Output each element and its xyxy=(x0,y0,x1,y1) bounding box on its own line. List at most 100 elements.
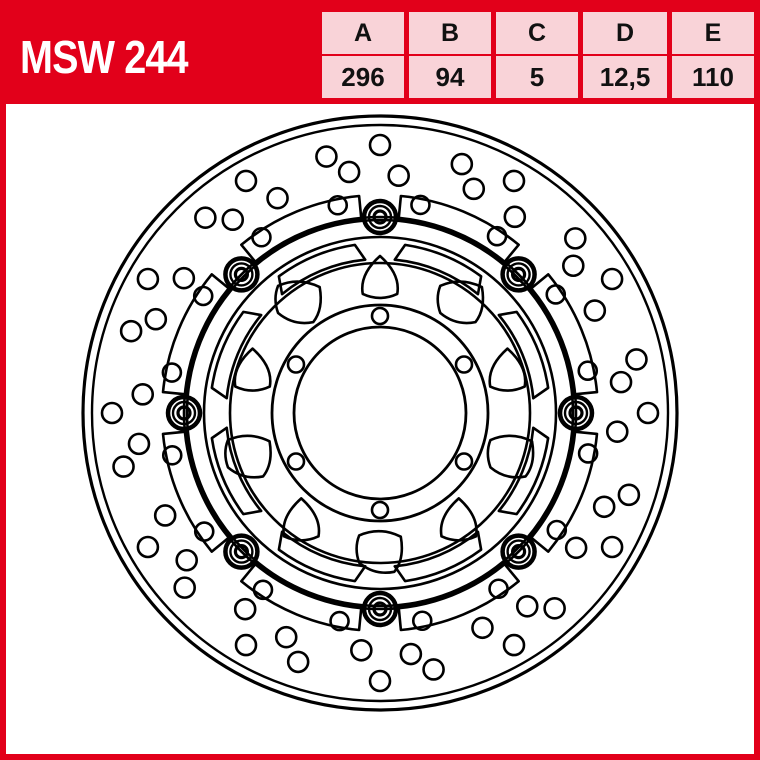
spec-value-a: 296 xyxy=(322,56,404,98)
carrier-window xyxy=(277,243,367,296)
cooling-hole xyxy=(234,169,258,193)
inner-triangle-cutout xyxy=(282,497,321,542)
brake-disc-drawing xyxy=(81,114,679,712)
carrier-window xyxy=(277,530,367,583)
cooling-hole xyxy=(502,633,526,657)
spec-value-c: 5 xyxy=(496,56,578,98)
inner-triangle-cutout xyxy=(233,347,272,392)
carrier-inner-edge xyxy=(228,261,532,565)
spec-table: A 296 B 94 C 5 D 12,5 E 110 xyxy=(322,6,754,104)
spec-header-a: A xyxy=(322,12,404,56)
cooling-hole xyxy=(286,650,310,674)
cooling-hole xyxy=(350,638,373,662)
carrier-bridge-tab xyxy=(528,430,599,553)
rivet-outer-ring xyxy=(223,533,260,570)
carrier-bridge-tab xyxy=(397,194,520,265)
cooling-hole xyxy=(564,227,587,250)
cooling-hole xyxy=(583,299,607,322)
cooling-hole xyxy=(266,186,289,210)
hub-bolt-hole xyxy=(454,452,474,471)
rivet-mid-ring xyxy=(506,539,531,564)
spec-value-e: 110 xyxy=(672,56,754,98)
cooling-hole xyxy=(605,420,629,443)
inner-pad-cutout xyxy=(274,280,323,325)
cooling-hole xyxy=(112,455,135,478)
carrier-bridge-tab xyxy=(161,273,232,396)
cooling-hole xyxy=(233,597,257,621)
hub-bolt-hole xyxy=(286,355,306,374)
rivet-hole xyxy=(510,266,527,283)
rivet-hole xyxy=(372,209,388,225)
cooling-hole xyxy=(600,267,624,291)
cooling-hole xyxy=(161,362,183,383)
spec-column-d: D 12,5 xyxy=(583,12,667,98)
cooling-hole xyxy=(127,432,151,456)
cooling-hole xyxy=(609,370,633,394)
rivet-hole xyxy=(233,266,250,283)
cooling-hole xyxy=(422,658,445,681)
inner-triangle-cutout xyxy=(360,254,400,300)
cooling-hole xyxy=(564,536,588,560)
cooling-hole xyxy=(161,444,183,466)
rivet-mid-ring xyxy=(367,596,393,622)
cooling-hole xyxy=(173,576,196,599)
cooling-hole xyxy=(462,177,486,201)
rivet-mid-ring xyxy=(563,400,589,426)
cooling-hole xyxy=(221,208,245,231)
cooling-hole xyxy=(144,307,168,331)
cooling-hole xyxy=(577,360,599,382)
cooling-hole xyxy=(410,194,431,216)
inner-pad-cutout xyxy=(224,434,272,479)
inner-triangle-cutout xyxy=(439,497,478,542)
hub-bore xyxy=(292,325,468,501)
cooling-hole xyxy=(617,483,641,507)
cooling-hole xyxy=(194,206,217,229)
rivet-outer-ring xyxy=(361,198,399,236)
cooling-hole xyxy=(368,133,392,157)
cooling-hole xyxy=(577,443,599,464)
carrier-bridge-tab xyxy=(240,561,363,632)
rivet-hole xyxy=(176,405,192,421)
rivet-hole xyxy=(372,601,388,617)
carrier-window xyxy=(497,310,550,400)
spec-column-c: C 5 xyxy=(496,12,578,98)
rivet-mid-ring xyxy=(367,204,393,230)
inner-pad-cutout xyxy=(436,280,485,325)
braking-band-inner-edge xyxy=(185,218,575,608)
header-bar: MSW 244 A 296 B 94 C 5 D 12,5 E 110 xyxy=(6,6,754,104)
carrier-outer-edge xyxy=(182,215,578,611)
cooling-hole xyxy=(625,348,648,371)
carrier-window xyxy=(210,310,263,400)
rivet-outer-ring xyxy=(361,590,399,628)
cooling-hole xyxy=(175,548,198,572)
rivet-hole xyxy=(233,543,250,560)
cooling-hole xyxy=(100,401,124,425)
disc-geometry xyxy=(81,114,679,712)
inner-pad-cutout xyxy=(486,434,535,479)
cooling-hole xyxy=(502,169,526,193)
rivet-mid-ring xyxy=(171,400,197,426)
disc-outer-inner-edge xyxy=(90,123,670,703)
cooling-hole xyxy=(172,266,196,290)
cooling-hole xyxy=(315,145,338,168)
cooling-hole xyxy=(503,205,527,229)
hub-bolt-hole xyxy=(454,355,474,374)
carrier-window xyxy=(497,426,550,516)
carrier-window xyxy=(393,243,483,296)
rivet-hole xyxy=(510,543,527,560)
inner-pad-cutout xyxy=(355,529,404,574)
cooling-hole xyxy=(636,401,660,425)
carrier-bridge-tab xyxy=(240,194,363,265)
spec-value-d: 12,5 xyxy=(583,56,667,98)
cooling-hole xyxy=(368,669,392,693)
spec-header-d: D xyxy=(583,12,667,56)
carrier-window xyxy=(393,530,483,583)
cooling-hole xyxy=(515,595,539,618)
rivet-mid-ring xyxy=(506,262,531,287)
cooling-hole xyxy=(399,642,423,666)
cooling-hole xyxy=(337,160,361,184)
rivet-outer-ring xyxy=(165,394,203,432)
cooling-hole xyxy=(136,267,160,291)
cooling-hole xyxy=(450,152,474,176)
